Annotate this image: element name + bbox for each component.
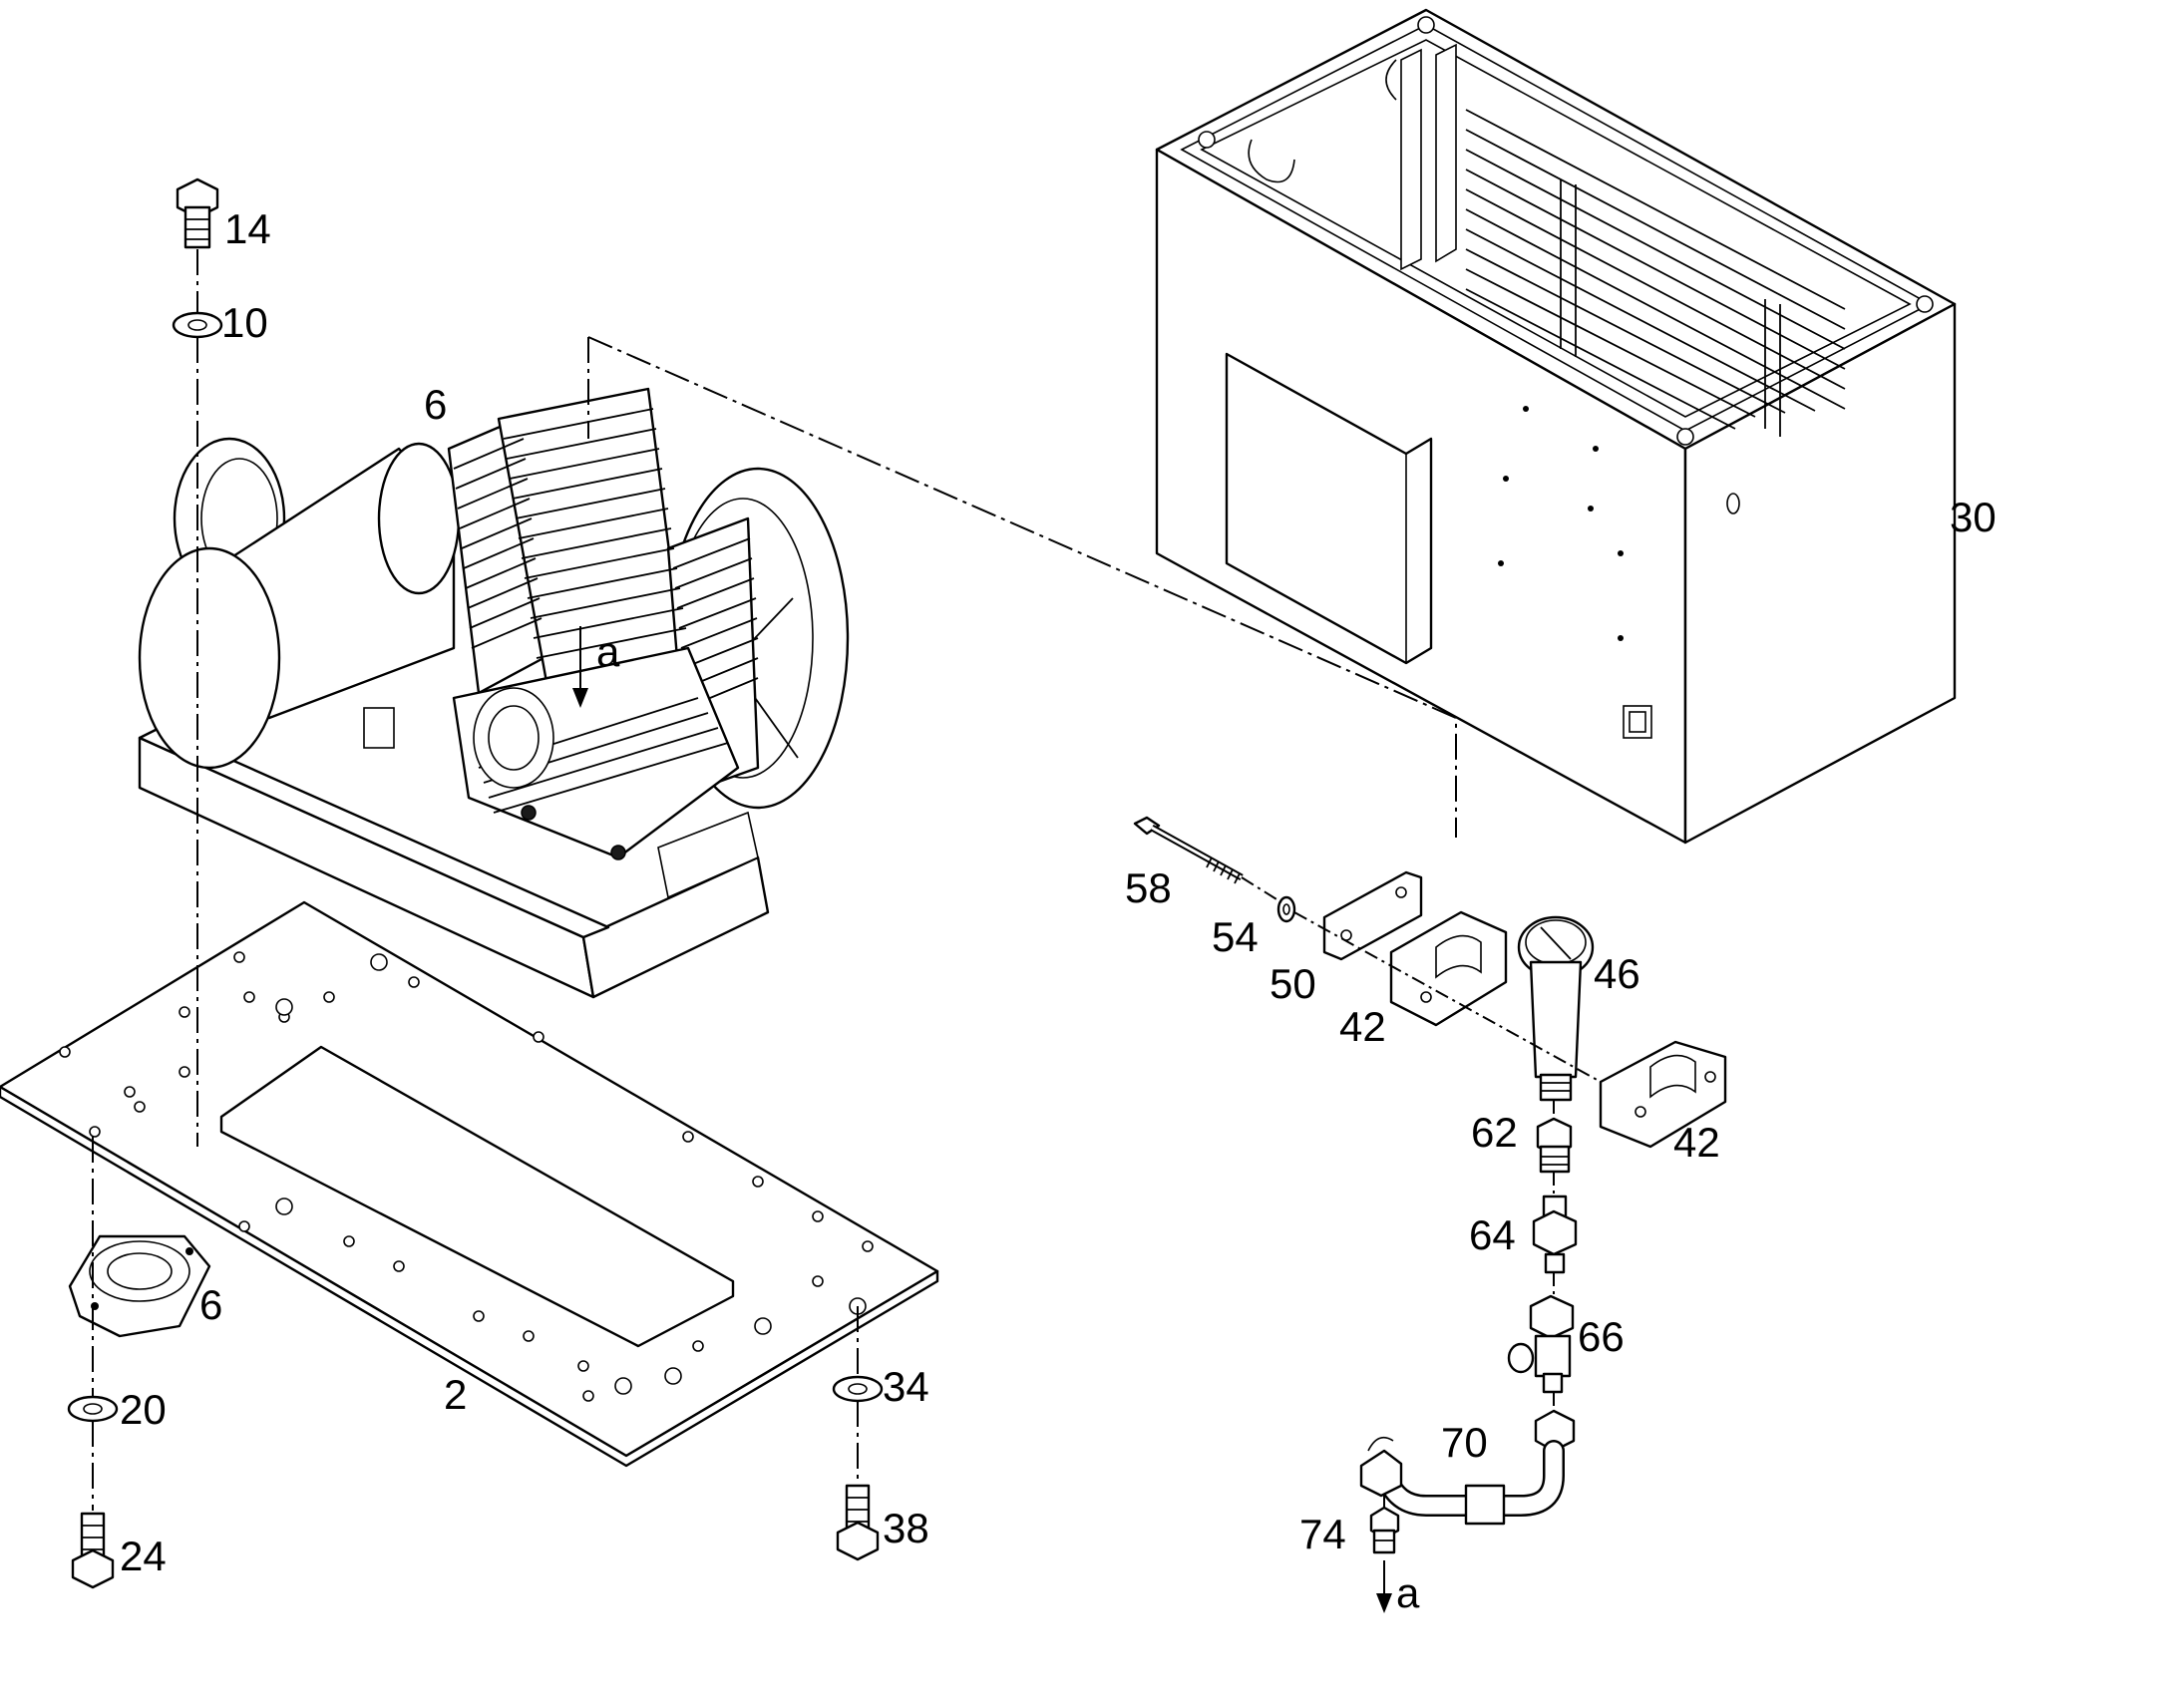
vibration-mount bbox=[68, 1234, 211, 1338]
callout-34: 34 bbox=[883, 1363, 929, 1410]
callout-50: 50 bbox=[1270, 960, 1316, 1007]
callout-58: 58 bbox=[1125, 864, 1172, 911]
washer-20 bbox=[67, 1395, 119, 1423]
washer-10 bbox=[172, 311, 223, 339]
base-plate bbox=[0, 900, 939, 1468]
callout-64: 64 bbox=[1469, 1211, 1516, 1258]
bolt-38 bbox=[836, 1484, 880, 1561]
callout-42-left: 42 bbox=[1339, 1003, 1386, 1050]
callout-42-right: 42 bbox=[1673, 1119, 1720, 1166]
callout-66: 66 bbox=[1578, 1313, 1625, 1360]
filter-46 bbox=[1517, 915, 1595, 1102]
callout-54: 54 bbox=[1212, 913, 1259, 960]
callout-62: 62 bbox=[1471, 1109, 1518, 1156]
callout-14: 14 bbox=[224, 205, 271, 252]
callout-10: 10 bbox=[221, 299, 268, 346]
callout-a-bottom: a bbox=[1396, 1569, 1420, 1616]
callout-74: 74 bbox=[1299, 1511, 1346, 1557]
callout-6-top: 6 bbox=[424, 381, 447, 428]
housing-hood bbox=[1155, 8, 1957, 845]
callout-24: 24 bbox=[120, 1533, 167, 1579]
callout-labels: 14 10 6 a 30 58 54 50 42 46 42 62 64 66 … bbox=[120, 205, 1997, 1616]
washer-34 bbox=[832, 1375, 884, 1403]
washer-54 bbox=[1276, 895, 1296, 923]
callout-a-top: a bbox=[596, 628, 620, 675]
callout-30: 30 bbox=[1950, 494, 1997, 540]
clamp-42-right bbox=[1599, 1040, 1727, 1149]
pipe-70 bbox=[1359, 1409, 1576, 1526]
callout-46: 46 bbox=[1594, 950, 1640, 997]
clamp-42-left bbox=[1389, 910, 1508, 1027]
adapter-64 bbox=[1532, 1195, 1578, 1274]
bolt-14 bbox=[176, 177, 219, 249]
callout-70: 70 bbox=[1441, 1419, 1488, 1466]
tee-66 bbox=[1507, 1294, 1575, 1394]
callout-20: 20 bbox=[120, 1386, 167, 1433]
callout-6-bottom: 6 bbox=[199, 1281, 222, 1328]
bracket-50 bbox=[1322, 870, 1423, 961]
nipple-74 bbox=[1369, 1506, 1400, 1613]
bolt-58 bbox=[1133, 816, 1244, 884]
bolt-24 bbox=[71, 1512, 115, 1589]
nipple-62 bbox=[1536, 1117, 1573, 1174]
alignment-lines bbox=[92, 249, 1602, 1511]
compressor-assembly bbox=[138, 387, 850, 999]
callout-38: 38 bbox=[883, 1505, 929, 1551]
callout-2: 2 bbox=[444, 1371, 467, 1418]
